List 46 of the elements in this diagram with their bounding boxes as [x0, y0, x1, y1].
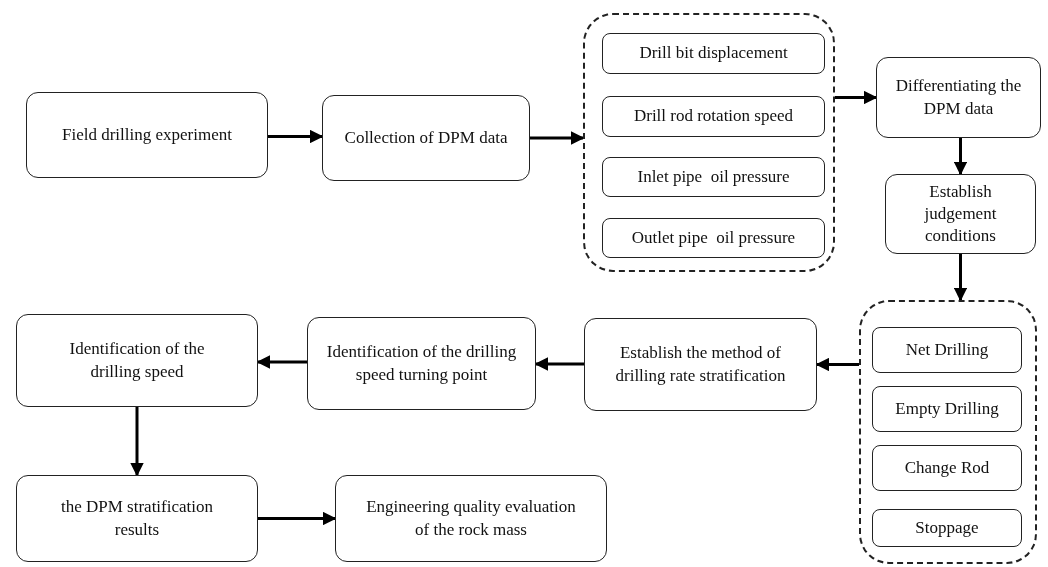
process-box — [885, 174, 1036, 254]
process-box — [602, 218, 825, 258]
box-label: Empty Drilling — [895, 397, 999, 420]
process-box — [26, 92, 268, 178]
box-label: Differentiating the DPM data — [894, 75, 1023, 120]
process-box — [307, 317, 536, 410]
process-box — [872, 386, 1022, 432]
box-label: Net Drilling — [905, 338, 989, 361]
box-label: Establish the method of drilling rate stratification — [614, 342, 787, 387]
process-box — [872, 445, 1022, 491]
arrow — [953, 138, 968, 176]
process-box — [16, 475, 258, 562]
arrow — [835, 90, 878, 105]
process-box — [322, 95, 530, 181]
box-label: Change Rod — [904, 456, 990, 479]
dashed-group-box — [583, 13, 835, 272]
box-label: Collection of DPM data — [344, 126, 508, 149]
arrow — [258, 511, 337, 526]
process-box — [872, 327, 1022, 373]
box-label: Identification of the drilling speed turning point — [325, 341, 518, 386]
arrow — [268, 129, 324, 144]
process-box — [602, 157, 825, 197]
box-label: Engineering quality evaluation of the rock mass — [365, 496, 577, 541]
dashed-group-box — [859, 300, 1037, 564]
box-label: Outlet pipe oil pressure — [631, 226, 796, 249]
box-label: Inlet pipe oil pressure — [637, 165, 790, 188]
process-box — [602, 96, 825, 137]
process-box — [602, 33, 825, 74]
process-box — [584, 318, 817, 411]
arrow — [130, 407, 144, 477]
box-label: Identification of the drilling speed — [68, 338, 206, 383]
process-box — [876, 57, 1041, 138]
arrow — [953, 254, 968, 302]
arrow — [256, 355, 307, 369]
process-box — [335, 475, 607, 562]
box-label: Drill bit displacement — [639, 42, 788, 65]
arrow — [530, 131, 585, 145]
process-box — [872, 509, 1022, 547]
process-box — [16, 314, 258, 407]
box-label: Field drilling experiment — [62, 123, 232, 146]
box-label: Stoppage — [915, 516, 979, 539]
box-label: the DPM stratification results — [60, 496, 214, 541]
arrow — [534, 357, 584, 371]
box-label: Drill rod rotation speed — [633, 105, 794, 128]
box-label: Establish judgement conditions — [923, 180, 998, 248]
arrow — [815, 357, 859, 372]
